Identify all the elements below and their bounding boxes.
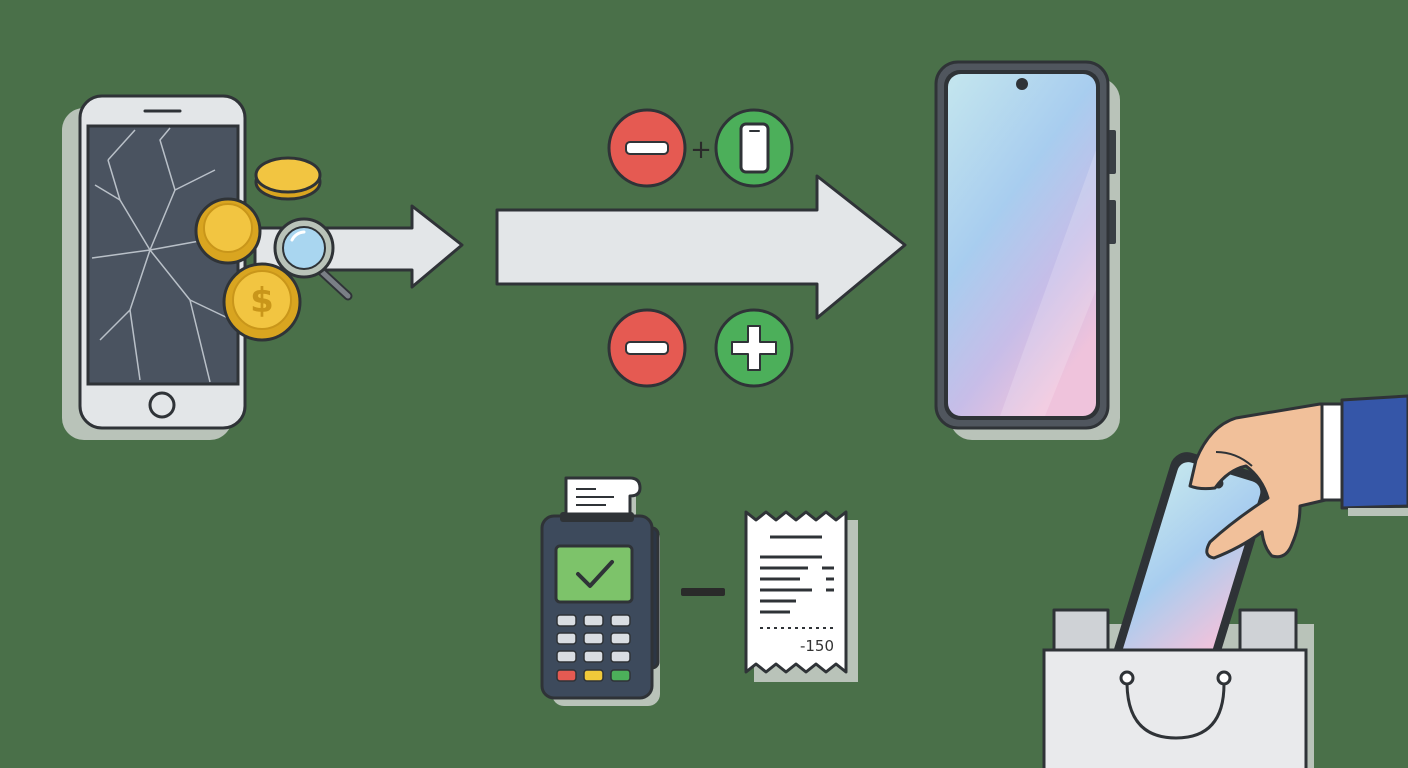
coin-icon: $ [194,156,322,342]
minus-operator [681,588,725,596]
coin-middle [194,197,262,265]
coin-dollar: $ [222,262,302,342]
phone-circle-icon [714,108,794,188]
smartphone-icon [934,60,1120,440]
plus-operator: + [690,135,712,165]
minus-circle-icon [607,308,687,388]
shopping-bag-front [1042,648,1308,768]
receipt-lines [760,535,836,629]
magnifier-icon [273,217,353,301]
coin-top [254,156,322,201]
receipt-icon: -150 [744,510,858,682]
receipt-total: -150 [800,637,834,655]
keypad [556,614,631,682]
dollar-sign: $ [250,281,274,321]
hand-icon [1188,394,1408,560]
terminal-paper [564,476,642,516]
minus-circle-icon [607,108,687,188]
cracked-phone-icon [62,94,247,440]
payment-terminal-icon [540,476,660,706]
big-arrow [495,174,907,320]
plus-circle-icon [714,308,794,388]
